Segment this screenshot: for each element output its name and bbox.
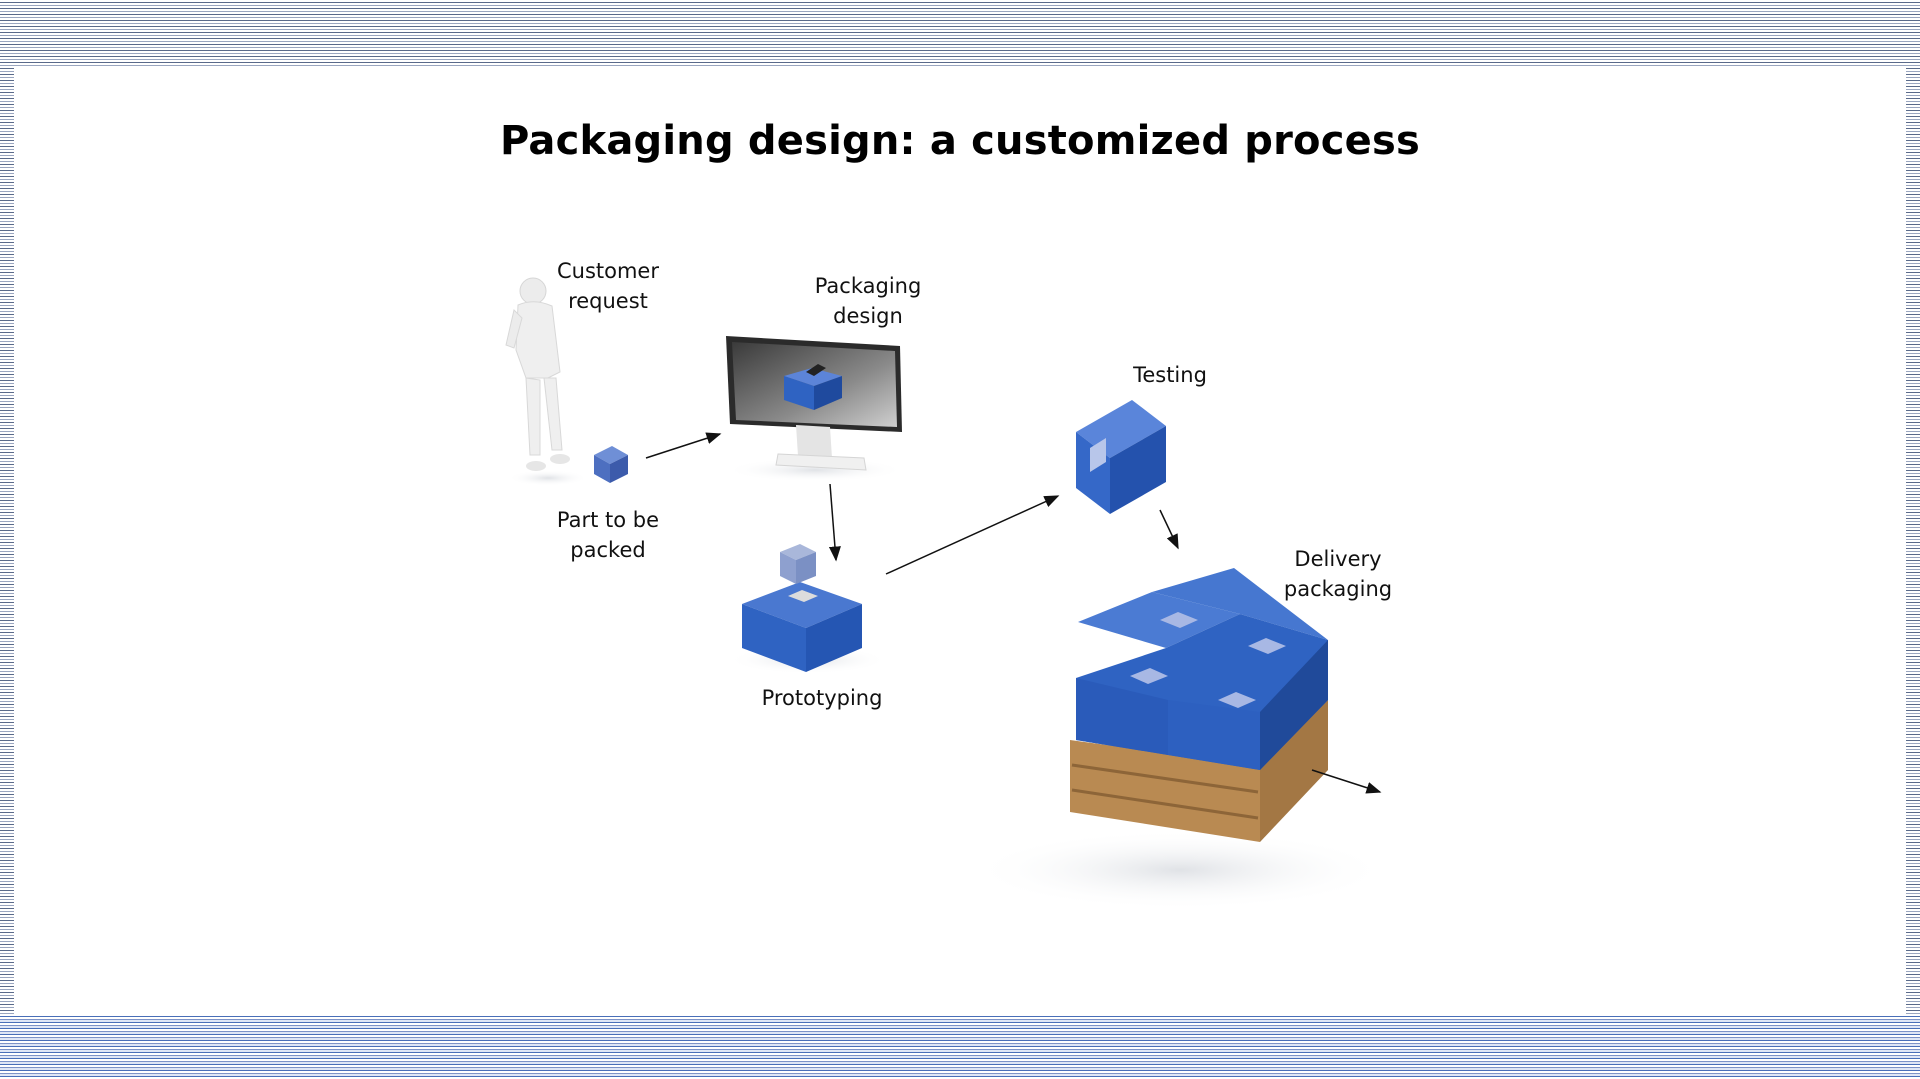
test-box-icon	[1076, 400, 1166, 514]
arrow-icon	[885, 495, 1060, 575]
label-line: Customer	[556, 259, 659, 283]
label-prototyping: Prototyping	[761, 686, 883, 710]
arrow-icon	[828, 483, 841, 562]
label-testing: Testing	[1133, 363, 1207, 387]
label-packaging-design: Packaging design	[790, 271, 946, 331]
slide-title: Packaging design: a customized process	[499, 118, 1420, 164]
label-part-to-be-packed: Part to be packed	[530, 505, 686, 565]
arrow-icon	[1311, 769, 1382, 794]
striped-bottom-band	[0, 1016, 1920, 1079]
arrow-icon	[1159, 509, 1179, 550]
flow-arrows	[645, 432, 1382, 794]
label-line: packed	[570, 538, 646, 562]
label-line: request	[568, 289, 648, 313]
person-figure-icon	[505, 277, 588, 486]
label-line: packaging	[1283, 577, 1393, 601]
label-delivery-packaging: Delivery packaging	[1260, 544, 1416, 604]
label-customer-request: Customer request	[530, 256, 686, 316]
arrow-icon	[645, 432, 722, 459]
prototype-box-icon	[728, 544, 888, 674]
label-line: Part to be	[556, 508, 660, 532]
small-cube-icon	[594, 446, 628, 483]
monitor-icon	[725, 336, 905, 482]
label-line: Delivery	[1294, 547, 1382, 571]
label-line: Packaging	[814, 274, 922, 298]
pallet-icon	[970, 568, 1390, 910]
slide-canvas	[14, 68, 1906, 1016]
label-line: design	[833, 304, 903, 328]
